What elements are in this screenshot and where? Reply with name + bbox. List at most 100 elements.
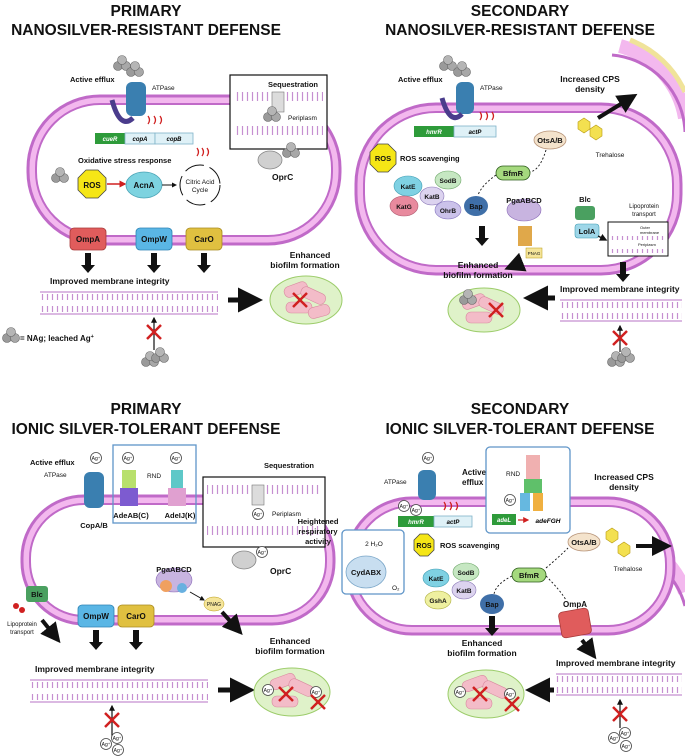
ag-ion-icon xyxy=(262,684,274,696)
ros-label: ROS xyxy=(416,543,432,550)
blc-protein xyxy=(575,206,595,220)
lipoprotein-label-2: transport xyxy=(632,212,656,218)
gene-copb-label: copB xyxy=(167,137,183,143)
porin-ompa xyxy=(558,607,592,639)
enzyme-katb-label: KatB xyxy=(424,194,439,201)
ros-scavenging-label: ROS scavenging xyxy=(440,541,500,550)
membrane-integrity-label: Improved membrane integrity xyxy=(556,658,676,668)
panel-title-line1: SECONDARY xyxy=(471,3,570,20)
enzyme-gsha-label: GshA xyxy=(429,598,447,605)
panel-secondary-ionic: SECONDARY IONIC SILVER-TOLERANT DEFENSE … xyxy=(298,401,685,752)
enzyme-sodb-label: SodB xyxy=(440,178,457,185)
enzyme-kate xyxy=(422,568,450,588)
down-arrow xyxy=(197,253,211,273)
nanosilver-particle xyxy=(439,55,457,71)
blc-protein xyxy=(26,586,48,602)
outer-membrane-label-1: Outer xyxy=(640,225,651,230)
legend-nanosilver-icon xyxy=(2,327,20,343)
enzyme-katb xyxy=(419,186,445,206)
membrane-band xyxy=(234,126,323,135)
biofilm-label-2: biofilm formation xyxy=(443,270,512,280)
porin-caro-label: CarO xyxy=(194,235,214,244)
efflux-pump-copab xyxy=(84,472,104,508)
resp-label-2: respiratory xyxy=(298,527,338,536)
down-arrow xyxy=(129,630,143,650)
citric-cycle-ring xyxy=(179,164,221,206)
pga-label: PgaABCD xyxy=(506,196,542,205)
lola-protein xyxy=(574,223,600,239)
otsab-label: OtsA/B xyxy=(571,538,597,547)
panel-title-line1: SECONDARY xyxy=(471,401,570,418)
oprc-label: OprC xyxy=(272,172,293,182)
efflux-pump xyxy=(456,82,474,114)
sequestration-channel xyxy=(271,91,285,113)
gene-hmrr-label: hmrR xyxy=(426,130,442,136)
periplasm-label: Periplasm xyxy=(272,511,301,518)
ag-ion-icon xyxy=(90,452,102,464)
enzyme-katb xyxy=(451,580,477,600)
cps-label-1: Increased CPS xyxy=(560,74,620,84)
panel-title-line1: PRIMARY xyxy=(111,401,183,418)
bfmr-label: BfmR xyxy=(503,169,524,178)
porin-ompw-label: OmpW xyxy=(141,235,167,244)
trehalose-icon xyxy=(589,124,603,141)
sequestration-label: Sequestration xyxy=(264,461,314,470)
active-efflux-label: Active efflux xyxy=(30,458,75,467)
cydabx-protein xyxy=(345,555,387,589)
efflux-pump xyxy=(126,82,146,116)
ros-badge xyxy=(413,533,435,557)
enzyme-ohrb-label: OhrB xyxy=(440,208,457,215)
periplasm-label: Periplasm xyxy=(288,115,317,122)
oprc-label: OprC xyxy=(270,566,291,576)
bap-label: Bap xyxy=(469,204,482,211)
o2-label: O₂ xyxy=(392,585,400,592)
biofilm-label-1: Enhanced xyxy=(270,636,311,646)
efflux-helix xyxy=(439,97,464,120)
ros-label: ROS xyxy=(375,154,391,163)
panel-title-line2: IONIC SILVER-TOLERANT DEFENSE xyxy=(386,421,655,438)
gene-cuer-label: cueR xyxy=(103,137,118,143)
bap-protein xyxy=(480,594,504,614)
gene-adefgh-label: adeFGH xyxy=(536,518,561,525)
cps-capsule xyxy=(617,39,685,120)
gene-copa-label: copA xyxy=(133,137,148,143)
atpase-label: ATPase xyxy=(44,472,67,479)
gene-actp-label: actP xyxy=(447,520,461,526)
biofilm-cell xyxy=(465,697,493,710)
enzyme-kate-label: KatE xyxy=(429,576,444,583)
cps-label-1: Increased CPS xyxy=(594,472,654,482)
porin-ompa-label: OmpA xyxy=(76,235,100,244)
panel-title-line2: NANOSILVER-RESISTANT DEFENSE xyxy=(385,22,655,39)
membrane-integrity-label: Improved membrane integrity xyxy=(50,276,170,286)
down-arrow xyxy=(147,253,161,273)
enzyme-katg-label: KatG xyxy=(396,204,412,211)
acna-label: AcnA xyxy=(134,181,155,190)
pnag-label: PNAG xyxy=(528,251,541,256)
cps-label-2: density xyxy=(609,482,639,492)
outer-membrane-label-2: membrane xyxy=(640,230,660,235)
ag-ion-icon xyxy=(252,508,264,520)
porin-ompa-label: OmpA xyxy=(563,600,587,609)
down-arrow xyxy=(81,253,95,273)
membrane-integrity-label: Improved membrane integrity xyxy=(35,664,155,674)
resp-label-1: Heightened xyxy=(298,517,339,526)
bfmr-regulator xyxy=(495,165,531,181)
trehalose-icon xyxy=(617,541,631,558)
ros-label: ROS xyxy=(83,181,101,190)
biofilm-cell xyxy=(307,304,331,319)
ag-ion-icon xyxy=(170,452,182,464)
enzyme-gsha xyxy=(424,590,452,610)
bap-label: Bap xyxy=(485,602,498,609)
biofilm-label-1: Enhanced xyxy=(462,638,503,648)
gene-adel xyxy=(492,514,516,525)
sequestration-label: Sequestration xyxy=(268,80,318,89)
trehalose-label: Trehalose xyxy=(614,566,643,573)
biofilm-label-1: Enhanced xyxy=(290,250,331,260)
otsab-protein xyxy=(567,532,601,552)
gene-adel-label: adeL xyxy=(497,518,511,524)
panel-title-line1: PRIMARY xyxy=(111,3,183,20)
oprc-protein xyxy=(231,550,257,570)
ros-scavenging-label: ROS scavenging xyxy=(400,154,460,163)
oxidative-stress-label: Oxidative stress response xyxy=(78,156,171,165)
bfmr-regulator xyxy=(511,567,547,583)
